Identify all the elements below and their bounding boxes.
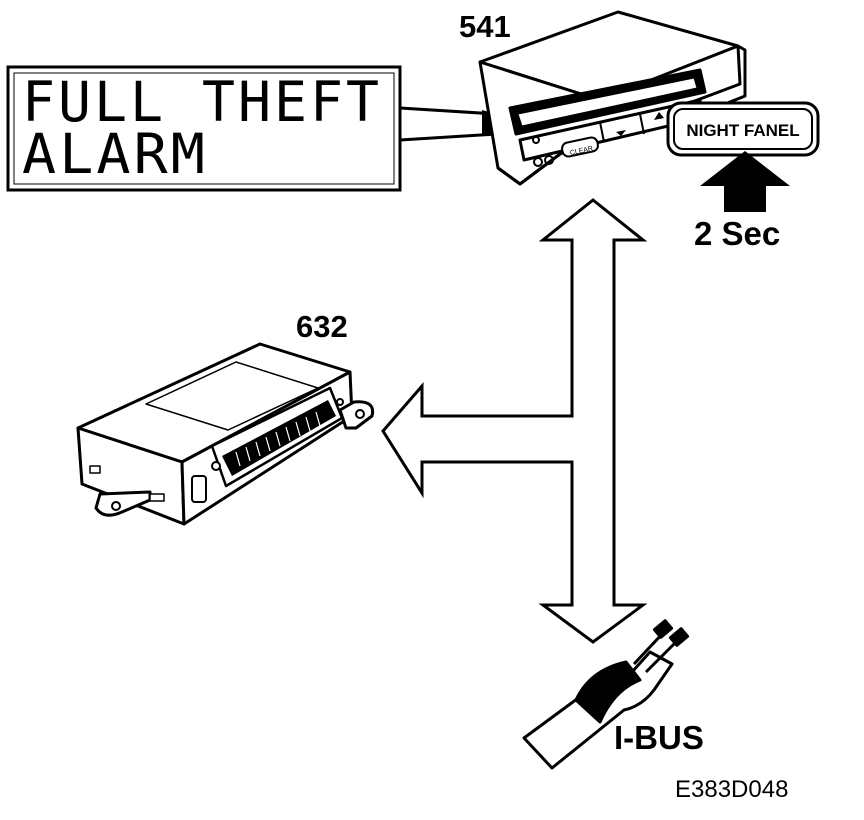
figure-code: E383D048 bbox=[675, 776, 788, 803]
night-panel-button: NIGHT FANEL bbox=[666, 101, 820, 157]
module-541: CLEAR bbox=[478, 10, 747, 186]
module-541-knob-3 bbox=[532, 136, 540, 144]
clear-button bbox=[561, 136, 599, 158]
bus-connection-arrow bbox=[381, 198, 648, 644]
hold-time-label: 2 Sec bbox=[694, 215, 780, 252]
night-panel-button-label: NIGHT FANEL bbox=[686, 121, 799, 140]
clear-button-label: CLEAR bbox=[569, 145, 593, 157]
text-display-callout: FULL THEFT ALARM bbox=[6, 65, 532, 192]
display-line-1: FULL THEFT bbox=[22, 70, 382, 134]
display-frame bbox=[6, 65, 402, 192]
module-632-mount-tab-left bbox=[94, 490, 152, 517]
module-632 bbox=[76, 342, 375, 526]
display-line-2: ALARM bbox=[22, 122, 208, 186]
cable-shield-wrap bbox=[574, 660, 642, 724]
up-button-icon bbox=[654, 112, 664, 120]
module-541-label: 541 bbox=[459, 9, 511, 44]
i-bus-cable bbox=[522, 619, 690, 770]
module-632-label: 632 bbox=[296, 309, 348, 344]
down-button-icon bbox=[616, 130, 626, 136]
connector-pins bbox=[235, 411, 321, 467]
module-541-knob-1 bbox=[533, 157, 543, 167]
cable-conductor-2 bbox=[668, 627, 690, 647]
display-inner-frame bbox=[13, 72, 395, 185]
cable-conductor-1 bbox=[652, 619, 674, 639]
module-541-screen-inner bbox=[517, 77, 698, 127]
i-bus-label: I-BUS bbox=[614, 719, 704, 756]
press-arrow-icon bbox=[700, 151, 790, 212]
